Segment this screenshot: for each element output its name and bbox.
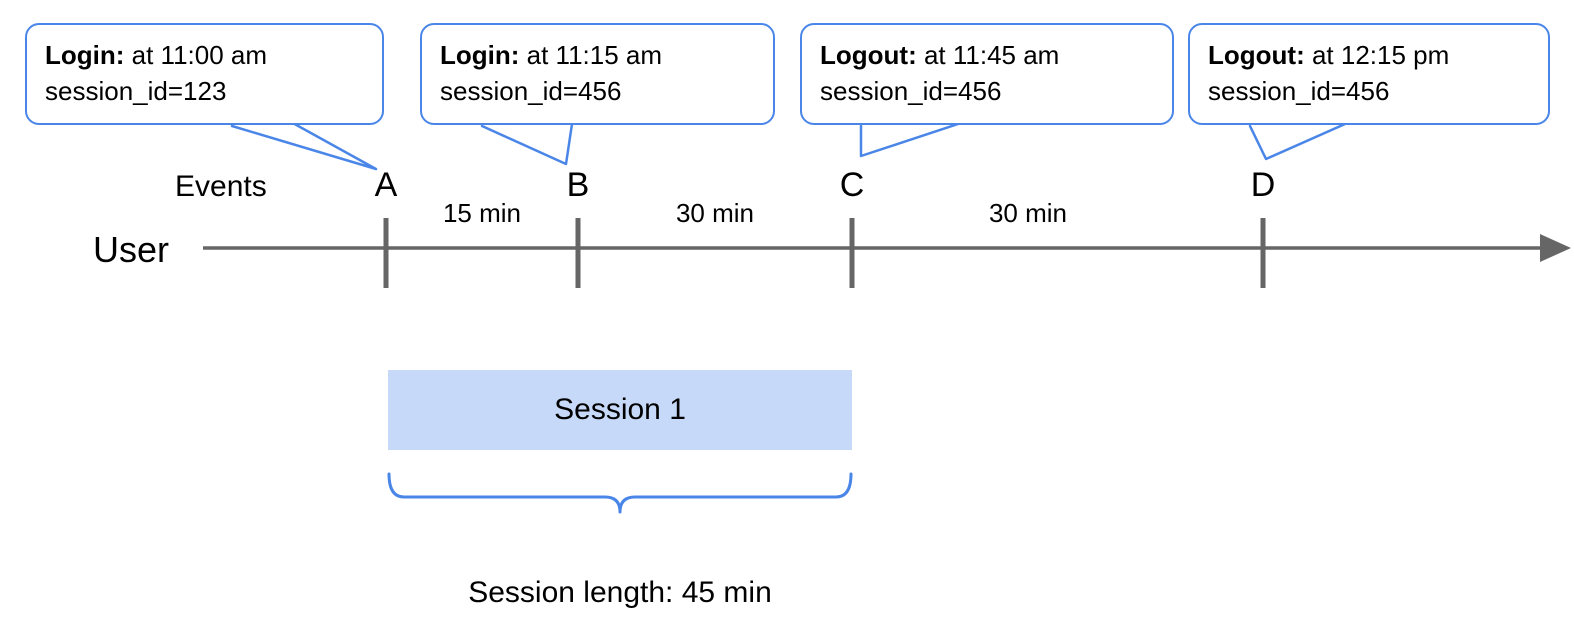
callout-d-line1: Logout: at 12:15 pm bbox=[1208, 37, 1532, 73]
tick-label-d: D bbox=[1250, 166, 1276, 204]
callout-a-time: at 11:00 am bbox=[124, 40, 268, 70]
session-bar-label: Session 1 bbox=[554, 393, 686, 426]
callout-c-time: at 11:45 am bbox=[916, 40, 1060, 70]
user-row-label: User bbox=[93, 229, 170, 270]
callout-d-event: Logout: bbox=[1208, 40, 1305, 70]
tick-label-a: A bbox=[374, 166, 398, 204]
events-row-label: Events bbox=[175, 170, 267, 203]
callout-c-event: Logout: bbox=[820, 40, 917, 70]
callout-b-session: session_id=456 bbox=[440, 76, 622, 106]
callout-a-line1: Login: at 11:00 am bbox=[45, 37, 366, 73]
callout-bubble-a[interactable]: Login: at 11:00 am session_id=123 bbox=[25, 23, 384, 125]
callout-a-event: Login: bbox=[45, 40, 125, 70]
callout-d-session: session_id=456 bbox=[1208, 76, 1390, 106]
callout-d-time: at 12:15 pm bbox=[1304, 40, 1450, 70]
tick-label-c: C bbox=[839, 166, 865, 204]
callout-b-line1: Login: at 11:15 am bbox=[440, 37, 757, 73]
callout-b-event: Login: bbox=[440, 40, 520, 70]
callout-bubble-c[interactable]: Logout: at 11:45 am session_id=456 bbox=[800, 23, 1174, 125]
callout-bubble-d[interactable]: Logout: at 12:15 pm session_id=456 bbox=[1188, 23, 1550, 125]
callout-tail-d bbox=[1248, 122, 1347, 161]
callout-tail-c bbox=[859, 122, 960, 158]
interval-label-cd: 30 min bbox=[988, 198, 1068, 228]
session-length-brace bbox=[387, 472, 853, 514]
session-length-label: Session length: 45 min bbox=[468, 576, 772, 609]
tick-label-b: B bbox=[566, 166, 590, 204]
callout-a-session: session_id=123 bbox=[45, 76, 227, 106]
callout-b-time: at 11:15 am bbox=[519, 40, 663, 70]
callout-c-session: session_id=456 bbox=[820, 76, 1002, 106]
interval-label-bc: 30 min bbox=[675, 198, 755, 228]
callout-tail-b bbox=[480, 122, 574, 166]
callout-bubble-b[interactable]: Login: at 11:15 am session_id=456 bbox=[420, 23, 775, 125]
session-bar-1[interactable]: Session 1 bbox=[388, 370, 852, 450]
timeline-arrowhead bbox=[1540, 234, 1571, 262]
interval-label-ab: 15 min bbox=[442, 198, 522, 228]
callout-tail-a bbox=[230, 120, 378, 171]
callout-c-line1: Logout: at 11:45 am bbox=[820, 37, 1156, 73]
